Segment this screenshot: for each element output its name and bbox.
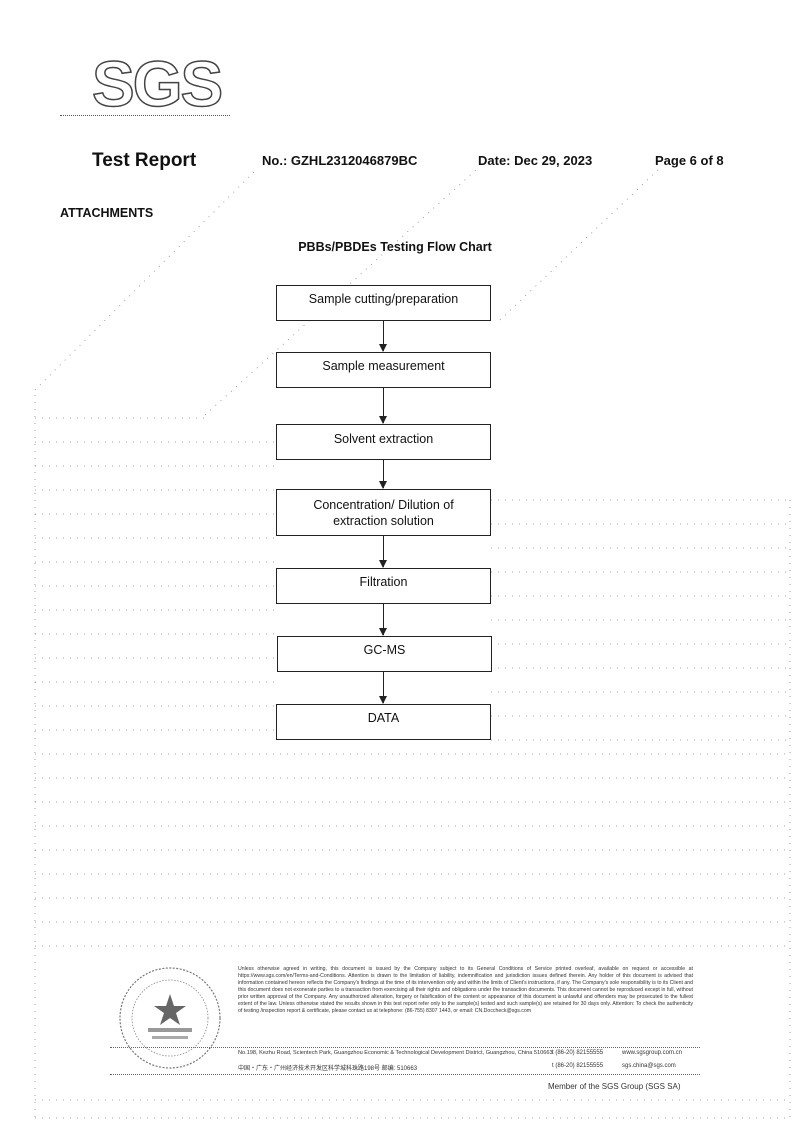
flow-arrow <box>379 672 387 704</box>
address-english: No.198, Kezhu Road, Scientech Park, Guan… <box>238 1050 553 1056</box>
report-date: Date: Dec 29, 2023 <box>478 153 593 168</box>
disclaimer-text: Unless otherwise agreed in writing, this… <box>238 966 693 1007</box>
address-chinese: 中国・广东・广州经济技术开发区科学城科珠路198号 邮编: 510663 <box>238 1066 418 1072</box>
report-title: Test Report <box>92 150 197 171</box>
flow-step-sample-measurement: Sample measurement <box>276 352 491 388</box>
footer-divider-2 <box>110 1074 700 1075</box>
website-link[interactable]: www.sgsgroup.com.cn <box>622 1050 683 1056</box>
report-number: No.: GZHL2312046879BC <box>262 153 418 168</box>
flow-arrow <box>379 604 387 636</box>
logo-underline <box>60 115 230 116</box>
page-indicator: Page 6 of 8 <box>655 153 724 168</box>
flow-step-concentration-dilution: Concentration/ Dilution of extraction so… <box>276 489 491 536</box>
flow-step-filtration: Filtration <box>276 568 491 604</box>
flow-arrow <box>379 321 387 352</box>
terms-disclaimer: Unless otherwise agreed in writing, this… <box>238 966 693 1015</box>
footer-divider <box>110 1047 700 1048</box>
sgs-member-note: Member of the SGS Group (SGS SA) <box>548 1082 681 1091</box>
flow-step-gc-ms: GC-MS <box>277 636 492 672</box>
sgs-logo: SGS <box>91 48 224 120</box>
flow-step-sample-cutting: Sample cutting/preparation <box>276 285 491 321</box>
company-seal-stamp <box>119 967 221 1069</box>
phone-number: t (86-20) 82155555 <box>552 1050 604 1056</box>
flow-step-solvent-extraction: Solvent extraction <box>276 424 491 460</box>
attention-text: Attention: To check the authenticity of … <box>238 1001 694 1014</box>
flow-step-data: DATA <box>276 704 491 740</box>
phone-number-2: t (86-20) 82155555 <box>552 1063 604 1069</box>
email-link[interactable]: sgs.china@sgs.com <box>622 1063 676 1069</box>
flow-arrow <box>379 388 387 424</box>
flow-arrow <box>379 536 387 568</box>
flow-chart-title: PBBs/PBDEs Testing Flow Chart <box>298 240 492 254</box>
flow-arrow <box>379 460 387 489</box>
section-heading: ATTACHMENTS <box>60 206 154 220</box>
